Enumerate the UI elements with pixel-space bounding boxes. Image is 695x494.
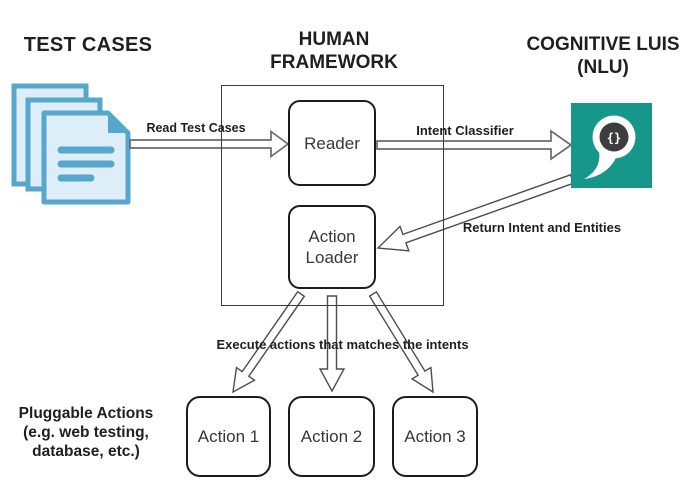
- reader-node: Reader: [288, 100, 376, 186]
- return-intent-arrow: [376, 173, 575, 252]
- read-test-cases-arrow-label: Read Test Cases: [146, 121, 246, 135]
- action-2-node: Action 2: [288, 396, 375, 477]
- intent-classifier-arrow-label: Intent Classifier: [416, 123, 514, 138]
- pluggable-actions-label: Pluggable Actions (e.g. web testing, dat…: [18, 405, 154, 460]
- luis-logo-braces: {}: [607, 131, 621, 145]
- return-intent-arrow-label: Return Intent and Entities: [462, 220, 622, 235]
- action-3-label: Action 3: [404, 427, 466, 446]
- action-1-node: Action 1: [186, 396, 271, 477]
- read-test-cases-arrow: [129, 129, 290, 159]
- action-2-label: Action 2: [300, 427, 363, 446]
- action-loader-node-label: Action Loader: [305, 227, 359, 267]
- luis-logo-icon: {}: [571, 103, 652, 188]
- cognitive-luis-title: COGNITIVE LUIS (NLU): [526, 34, 680, 78]
- action-loader-node: Action Loader: [288, 205, 376, 289]
- execute-actions-arrow-label: Execute actions that matches the intents: [216, 337, 469, 352]
- execute-arrow-middle: [318, 295, 346, 393]
- test-cases-documents-icon: [11, 83, 131, 205]
- action-1-label: Action 1: [197, 427, 260, 446]
- human-framework-title: HUMAN FRAMEWORK: [270, 29, 398, 73]
- test-cases-title: TEST CASES: [23, 34, 153, 56]
- action-3-node: Action 3: [392, 396, 478, 477]
- intent-classifier-arrow: [376, 129, 573, 161]
- reader-node-label: Reader: [304, 133, 360, 153]
- human-framework-boundary: [221, 85, 444, 306]
- luis-logo-svg: {}: [571, 103, 652, 188]
